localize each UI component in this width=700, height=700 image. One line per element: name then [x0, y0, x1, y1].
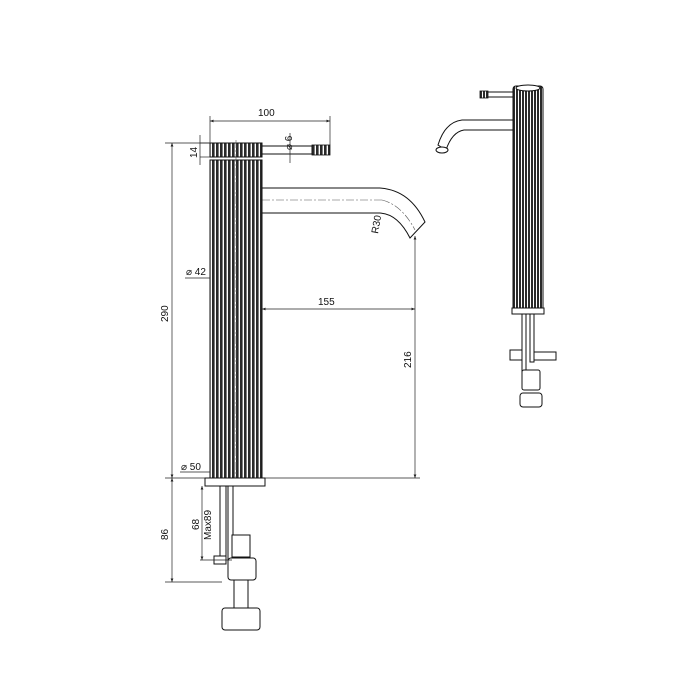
perspective-body: [512, 85, 544, 311]
base-plate: [204, 477, 266, 487]
perspective-view: [435, 84, 557, 408]
dim-cap-height: 14: [189, 146, 200, 158]
dim-spout-radius: R30: [370, 214, 384, 234]
dim-base-diameter: ⌀ 50: [181, 462, 201, 473]
front-view: [204, 140, 426, 631]
spout: [261, 187, 426, 239]
dimension-lines: 100 ⌀ 6 14 290 R30 ⌀ 42 155 216 ⌀ 50 86 …: [160, 108, 420, 583]
dim-spout-height: 216: [403, 351, 414, 368]
perspective-handle: [484, 91, 514, 98]
dim-handle-diameter: ⌀ 6: [284, 135, 295, 150]
dim-spout-reach: 155: [318, 297, 335, 308]
dim-below-counter: 86: [160, 528, 171, 540]
dim-body-diameter: ⌀ 42: [186, 267, 206, 278]
dim-thickness-b: Max89: [203, 510, 214, 540]
dim-handle-reach: 100: [258, 108, 275, 119]
perspective-spout: [437, 119, 514, 151]
mounting-hardware: [213, 485, 261, 631]
handle-tip: [311, 144, 331, 156]
dim-total-height: 290: [160, 305, 171, 322]
dim-thickness-a: 68: [191, 518, 202, 530]
